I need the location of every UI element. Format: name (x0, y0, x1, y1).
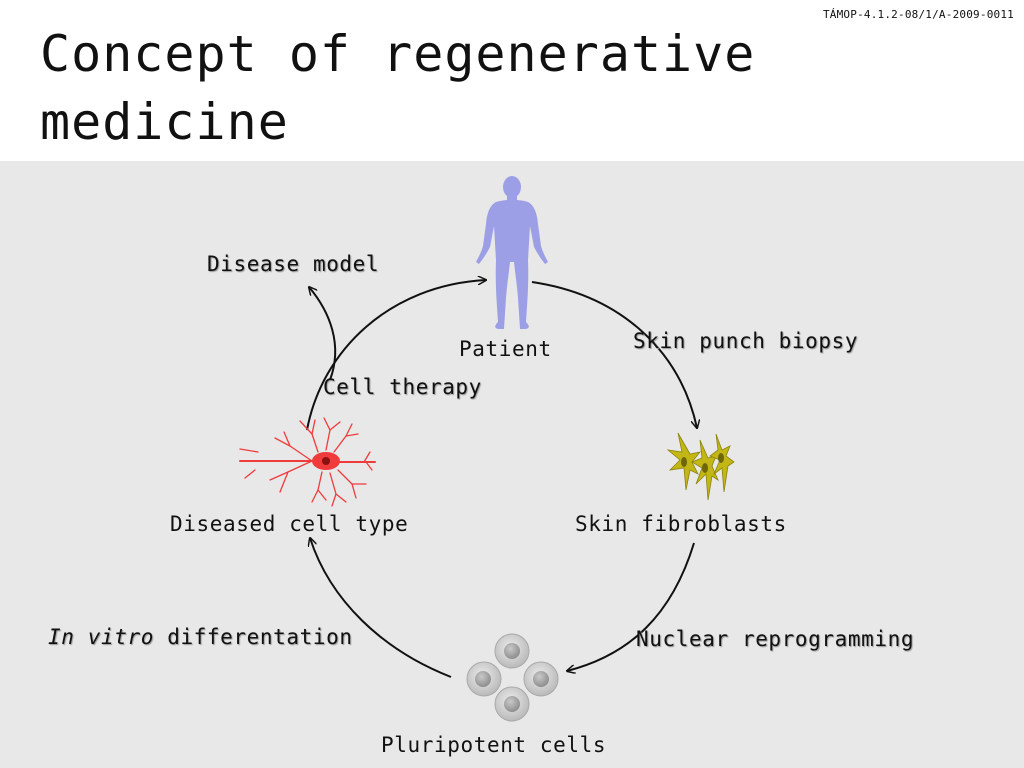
edge-label-disease-model: Disease model (207, 252, 380, 276)
arrow-patient-to-fibroblasts (531, 281, 697, 428)
edge-label-cell-therapy: Cell therapy (323, 375, 482, 399)
neuron-icon (239, 417, 376, 507)
pluripotent-cells-icon (466, 633, 559, 722)
arrow-fibroblasts-to-pluripotent (567, 542, 695, 671)
edge-label-skin-punch-biopsy: Skin punch biopsy (633, 329, 859, 353)
cycle-diagram (239, 176, 735, 722)
node-label-diseased-cell-type: Diseased cell type (170, 512, 409, 536)
node-label-patient: Patient (459, 337, 552, 361)
fibroblast-cells-icon (666, 432, 735, 501)
node-label-pluripotent-cells: Pluripotent cells (381, 733, 607, 757)
edge-label-nuclear-reprogramming: Nuclear reprogramming (636, 627, 915, 651)
diagram-area: Patient Skin fibroblasts Pluripotent cel… (0, 161, 1024, 768)
arrow-to-disease-model (309, 287, 337, 381)
human-figure-icon (476, 176, 548, 329)
slide-title: Concept of regenerative medicine (40, 25, 756, 151)
slide-header: TÁMOP-4.1.2-08/1/A-2009-0011 Concept of … (0, 0, 1024, 161)
in-vitro-text: In vitro (48, 625, 154, 649)
arrow-diseased-to-patient (306, 280, 486, 431)
edge-label-in-vitro-differentation: In vitro differentation (48, 625, 353, 649)
node-label-skin-fibroblasts: Skin fibroblasts (575, 512, 787, 536)
arrow-pluripotent-to-diseased (310, 538, 452, 678)
differentation-text: differentation (153, 625, 353, 649)
project-code: TÁMOP-4.1.2-08/1/A-2009-0011 (822, 8, 1014, 21)
